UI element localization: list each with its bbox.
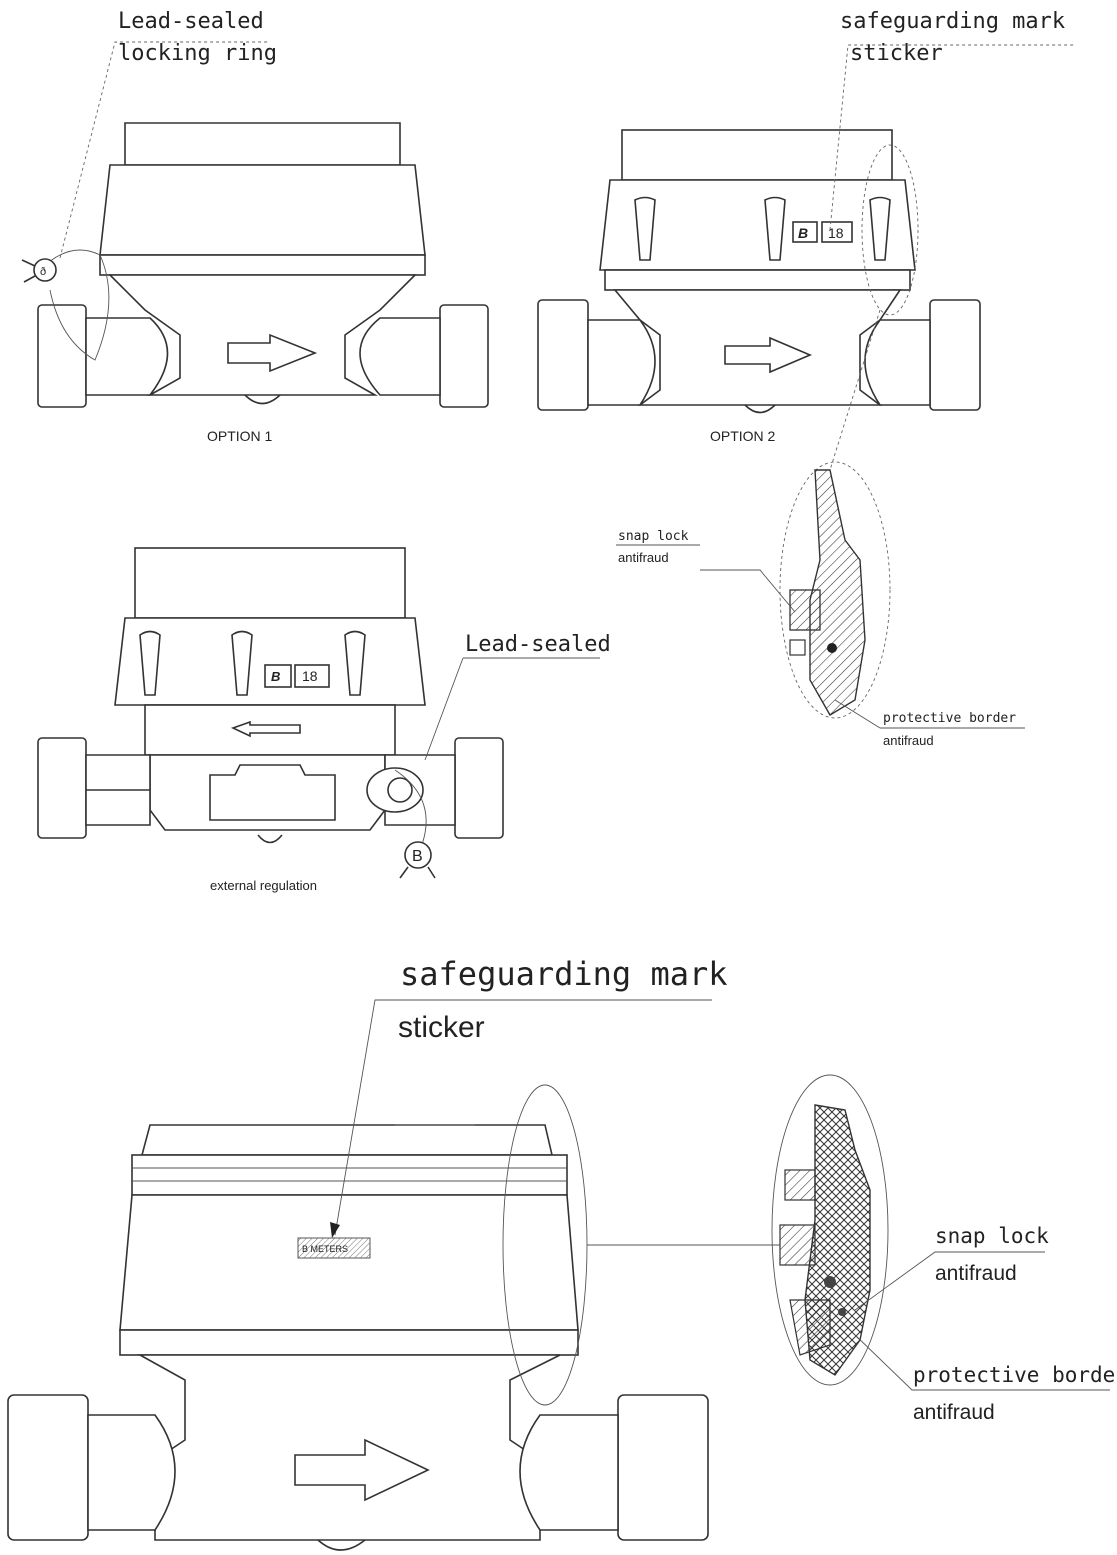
option2-sticker-number: 18 — [828, 225, 844, 241]
large-snap-lock-line1: snap lock — [935, 1224, 1049, 1248]
option2-label-line2: sticker — [850, 41, 943, 66]
detail-small-section — [700, 461, 1025, 729]
option2-sticker-logo: B — [798, 225, 808, 241]
option3-seal-letter: B — [412, 848, 423, 865]
option3-sticker-number: 18 — [302, 668, 318, 684]
detail-small-snap-lock-line2: antifraud — [618, 550, 669, 565]
large-meter — [7, 999, 780, 1551]
detail-small-protective-line2: antifraud — [883, 733, 934, 748]
option2-label-line1: safeguarding mark — [840, 9, 1065, 34]
option3-sticker-logo: B — [271, 669, 280, 684]
detail-small-snap-lock-line1: snap lock — [618, 529, 689, 544]
large-detail-section — [771, 1074, 1110, 1391]
option1-caption: OPTION 1 — [207, 428, 273, 444]
option1-label-line1: Lead-sealed — [118, 9, 264, 34]
large-snap-lock-line2: antifraud — [935, 1262, 1017, 1285]
large-protective-line1: protective border — [913, 1363, 1117, 1387]
large-label-line1: safeguarding mark — [400, 955, 728, 993]
svg-text:ð: ð — [40, 266, 46, 278]
option3-meter — [37, 547, 600, 879]
large-label-line2: sticker — [398, 1011, 485, 1044]
large-protective-line2: antifraud — [913, 1401, 995, 1424]
option1-label-line2: locking ring — [118, 41, 277, 66]
option3-label: Lead-sealed — [465, 632, 611, 657]
large-sticker-text: B METERS — [302, 1244, 348, 1254]
option3-caption: external regulation — [210, 878, 317, 893]
detail-small-protective-line1: protective border — [883, 711, 1016, 726]
option1-meter: ð — [21, 41, 489, 408]
option2-meter — [537, 44, 1075, 471]
option2-caption: OPTION 2 — [710, 428, 776, 444]
